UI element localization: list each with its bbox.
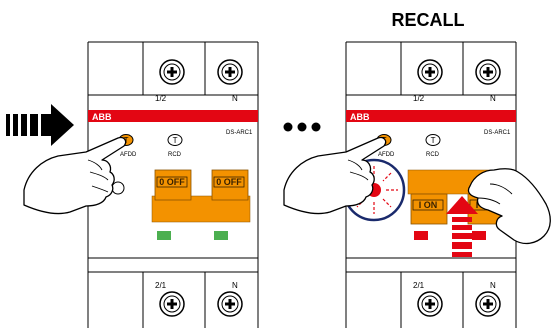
- brand-band: [346, 110, 516, 122]
- top-terminal-label: 1/2: [155, 94, 167, 103]
- lever-label: I ON: [419, 200, 438, 210]
- off-window: [157, 231, 171, 240]
- diagram-title: RECALL: [392, 10, 465, 30]
- screw-icon: [217, 59, 243, 85]
- status-led: [111, 181, 125, 195]
- left-device: 1/2 N ABB T T AFDD RCD DS-ARC1 0 OFF 0 O…: [87, 41, 259, 328]
- screw-icon: [417, 291, 443, 317]
- off-window: [214, 231, 228, 240]
- indicator-label: RCD: [168, 152, 182, 158]
- top-terminal-label: 1/2: [413, 94, 425, 103]
- brand-logo: ABB: [92, 112, 112, 122]
- lever-label: 0 OFF: [216, 177, 242, 187]
- svg-text:T: T: [173, 136, 178, 145]
- lever-handle: [211, 169, 249, 201]
- lever-label: 0 OFF: [159, 177, 185, 187]
- bottom-terminal-label: 2/1: [155, 281, 167, 290]
- top-terminal-label: N: [232, 94, 238, 103]
- indicator-label: AFDD: [378, 152, 395, 158]
- screw-icon: [159, 291, 185, 317]
- screw-icon: [475, 291, 501, 317]
- model-label: DS-ARC1: [226, 130, 253, 136]
- up-arrow-icon: [446, 196, 478, 257]
- on-window: [414, 231, 428, 240]
- model-label: DS-ARC1: [484, 130, 511, 136]
- hand-pointing-icon: [23, 136, 127, 215]
- push-arrow-icon: [6, 104, 74, 146]
- indicator-label: RCD: [426, 152, 440, 158]
- rcd-test-button: T: [425, 134, 441, 146]
- svg-text:T: T: [431, 136, 436, 145]
- lever-handle: [154, 169, 192, 201]
- rcd-test-button: T: [167, 134, 183, 146]
- screw-icon: [475, 59, 501, 85]
- screw-icon: [217, 291, 243, 317]
- on-window: [472, 231, 486, 240]
- ellipsis-icon: [283, 122, 321, 132]
- lever-handle: [410, 193, 448, 225]
- bottom-terminal-label: N: [490, 281, 496, 290]
- top-terminal-label: N: [490, 94, 496, 103]
- brand-logo: ABB: [350, 112, 370, 122]
- hand-lifting-icon: [467, 168, 551, 245]
- brand-band: [88, 110, 258, 122]
- bottom-terminal-label: 2/1: [413, 281, 425, 290]
- hand-pointing-icon: [283, 136, 387, 215]
- bottom-terminal-label: N: [232, 281, 238, 290]
- indicator-label: AFDD: [120, 152, 137, 158]
- screw-icon: [417, 59, 443, 85]
- screw-icon: [159, 59, 185, 85]
